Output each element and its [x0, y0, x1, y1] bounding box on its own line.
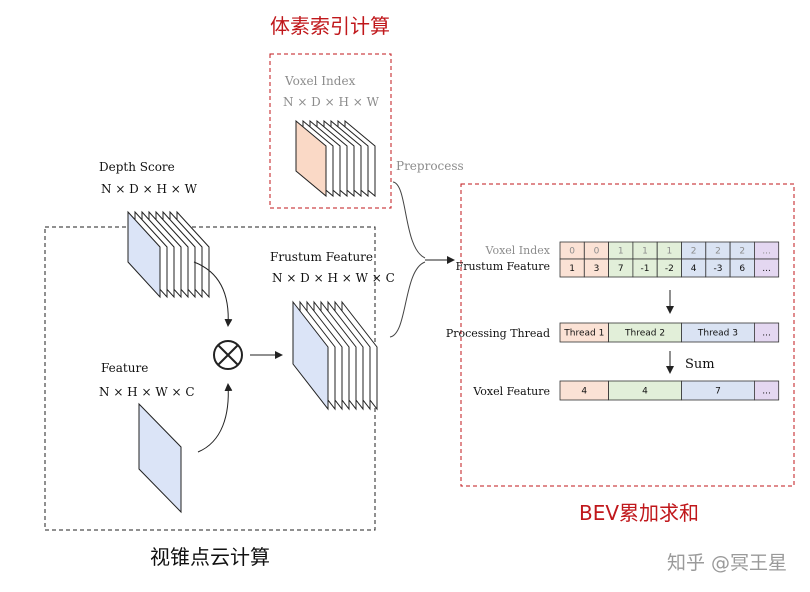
bev-section-title: BEV累加求和 — [579, 501, 699, 525]
depth-score-tensor-stack — [127, 210, 210, 299]
voxel-index-value: 2 — [691, 247, 697, 257]
feature-label: Feature — [101, 361, 148, 375]
voxel-index-value: 1 — [618, 247, 624, 257]
voxel-index-tensor-slice — [295, 119, 327, 198]
voxel-index-dashed-box — [269, 53, 392, 209]
frustum-feature-row: 1 3 7 -1 -2 4 -3 6... — [559, 258, 780, 278]
voxel-index-value: 0 — [594, 247, 600, 257]
frustum-feature-tensor-stack — [292, 300, 378, 411]
voxel-index-value: 1 — [642, 247, 648, 257]
frustum-feature-value: -1 — [641, 264, 650, 274]
voxel-index-tensor-stack — [295, 119, 376, 198]
voxel-index-merge-curve — [392, 181, 426, 259]
processing-thread-row: Thread 1 Thread 2 Thread 3... — [559, 322, 780, 343]
voxel-feature-value: 4 — [642, 387, 648, 397]
processing-thread-value: Thread 2 — [624, 329, 665, 339]
frustum-feature-value: ... — [762, 264, 771, 274]
frustum-feature-value: 6 — [739, 264, 745, 274]
voxel-feature-value: 7 — [715, 387, 721, 397]
voxel-index-value: 2 — [715, 247, 721, 257]
frustum-feature-value: -2 — [665, 264, 674, 274]
processing-thread-value: ... — [762, 329, 771, 339]
sum-label: Sum — [685, 357, 715, 372]
bev-voxel-index-label: Voxel Index — [485, 244, 551, 257]
voxel-index-value: ... — [762, 247, 771, 257]
voxel-index-value: 2 — [739, 247, 745, 257]
frustum-feature-value: 4 — [691, 264, 697, 274]
voxel-feature-row: 4 4 7... — [559, 380, 780, 401]
voxel-feature-value: 4 — [581, 387, 587, 397]
frustum-section-title: 视锥点云计算 — [150, 545, 270, 569]
voxel-index-value: 1 — [666, 247, 672, 257]
processing-thread-cell — [754, 322, 780, 343]
frustum-feature-value: -3 — [713, 264, 722, 274]
processing-thread-value: Thread 1 — [563, 329, 604, 339]
preprocess-label: Preprocess — [396, 159, 464, 173]
frustum-feature-cell — [754, 258, 780, 278]
frustum-feature-value: 1 — [569, 264, 575, 274]
frustum-feature-value: 3 — [594, 264, 600, 274]
depth-score-label: Depth Score — [99, 160, 175, 174]
voxel-index-dims: N × D × H × W — [283, 95, 380, 109]
depth-to-operator-arrow — [193, 261, 233, 327]
voxel-index-label: Voxel Index — [284, 74, 356, 88]
bev-frustum-feature-label: Frustum Feature — [456, 260, 550, 273]
feature-dims: N × H × W × C — [99, 385, 195, 399]
feature-to-operator-arrow — [197, 383, 233, 453]
frustum-feature-dims: N × D × H × W × C — [272, 271, 395, 285]
watermark: 知乎 @冥王星 — [667, 552, 787, 574]
voxel-feature-cell — [754, 380, 780, 401]
multiply-operator-icon — [213, 340, 243, 370]
frustum-dashed-box — [44, 226, 376, 531]
voxel-index-value: 0 — [569, 247, 575, 257]
frustum-feature-tensor-slice — [292, 300, 329, 411]
voxel-feature-label: Voxel Feature — [472, 385, 550, 398]
processing-thread-label: Processing Thread — [446, 327, 550, 340]
depth-score-tensor-slice — [127, 210, 161, 299]
frustum-feature-value: 7 — [618, 264, 624, 274]
feature-tensor — [138, 402, 182, 514]
frustum-merge-curve — [389, 261, 426, 338]
frustum-feature-label: Frustum Feature — [270, 250, 373, 264]
processing-thread-value: Thread 3 — [697, 329, 738, 339]
depth-score-dims: N × D × H × W — [101, 182, 198, 196]
voxel-index-row: 0 0 1 1 1 2 2 2... — [559, 241, 780, 260]
voxel-index-section-title: 体素索引计算 — [270, 14, 390, 38]
voxel-feature-value: ... — [762, 387, 771, 397]
bev-dashed-box — [460, 183, 795, 487]
